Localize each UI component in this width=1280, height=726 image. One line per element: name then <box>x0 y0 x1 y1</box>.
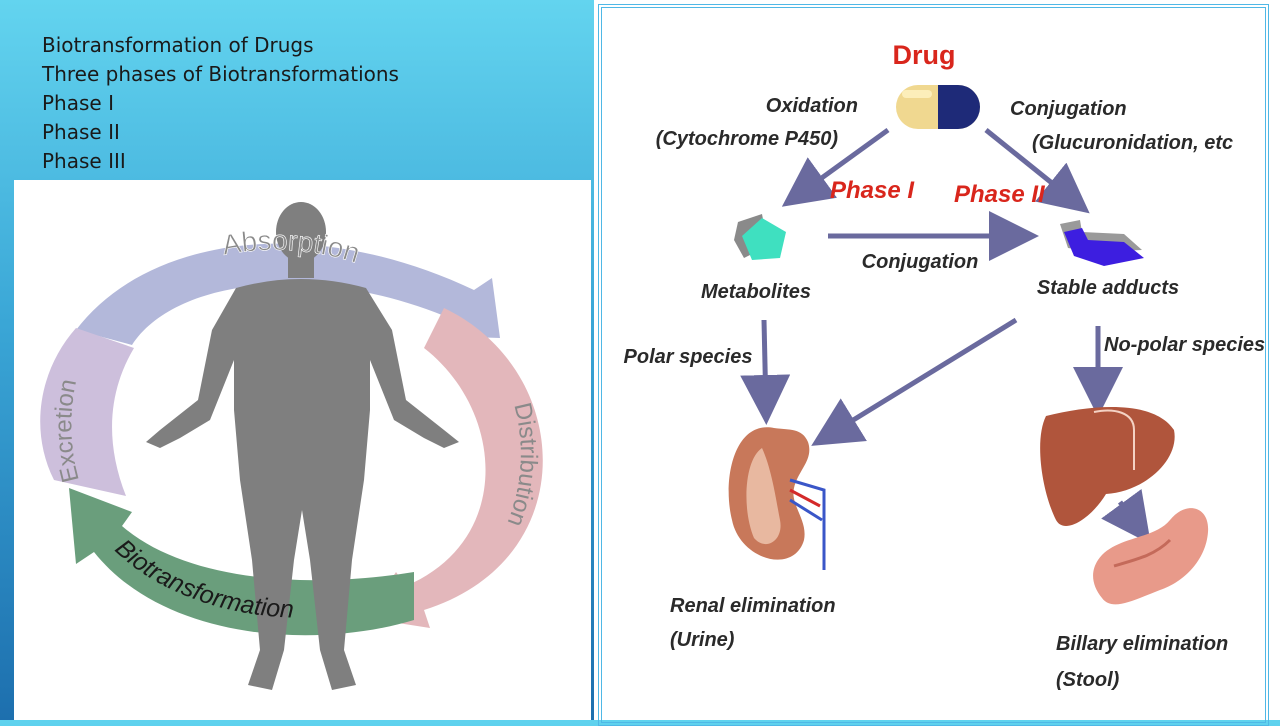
cytochrome-label: (Cytochrome P450) <box>656 128 839 150</box>
kidney-icon <box>728 427 826 570</box>
biliary-elimination-label: Billary elimination <box>1056 633 1228 655</box>
slide-line-phase3: Phase III <box>42 149 126 173</box>
slide-text-block: Biotransformation of Drugs Three phases … <box>42 31 399 176</box>
slide-line-subtitle: Three phases of Biotransformations <box>42 62 399 86</box>
adducts-to-renal-arrow <box>811 317 1018 446</box>
human-body-figure <box>146 202 459 690</box>
absorption-arrow <box>76 243 500 345</box>
polar-species-label: Polar species <box>624 346 753 368</box>
stool-label: (Stool) <box>1056 669 1120 691</box>
phase2-label: Phase II <box>954 181 1046 208</box>
intestine-icon <box>1093 508 1209 605</box>
metabolites-label: Metabolites <box>701 281 811 303</box>
glucuronidation-label: (Glucuronidation, etc <box>1032 132 1233 154</box>
slide-line-phase2: Phase II <box>42 120 120 144</box>
liver-to-intestine-arrow <box>1101 488 1151 545</box>
metabolism-pathway-diagram: Drug Oxidation (Cytochrome P450) Conjuga… <box>624 40 1266 691</box>
stable-adducts-icon <box>1060 220 1144 266</box>
excretion-arrow <box>40 328 134 496</box>
urine-label: (Urine) <box>670 629 735 651</box>
oxidation-label: Oxidation <box>766 95 858 117</box>
distribution-arrow <box>366 308 543 628</box>
metabolites-icon <box>734 214 786 260</box>
phase2-arrow <box>984 128 1090 214</box>
pk-cycle-panel: Absorption Distribution Biotransformatio… <box>14 180 591 720</box>
slide-line-phase1: Phase I <box>42 91 114 115</box>
phase1-label: Phase I <box>830 177 915 204</box>
nonpolar-species-label: No-polar species <box>1104 334 1265 356</box>
phase1-arrow <box>781 127 890 207</box>
conjugation-top-label: Conjugation <box>1010 98 1127 120</box>
conjugation-mid-label: Conjugation <box>862 251 979 273</box>
pk-cycle-diagram: Absorption Distribution Biotransformatio… <box>40 202 543 690</box>
stable-adducts-label: Stable adducts <box>1037 277 1179 299</box>
slide-line-title: Biotransformation of Drugs <box>42 33 314 57</box>
polar-species-arrow <box>740 319 791 425</box>
liver-icon <box>1040 407 1175 526</box>
renal-elimination-label: Renal elimination <box>670 595 836 617</box>
drug-capsule-icon <box>896 85 980 129</box>
drug-label: Drug <box>893 40 956 70</box>
